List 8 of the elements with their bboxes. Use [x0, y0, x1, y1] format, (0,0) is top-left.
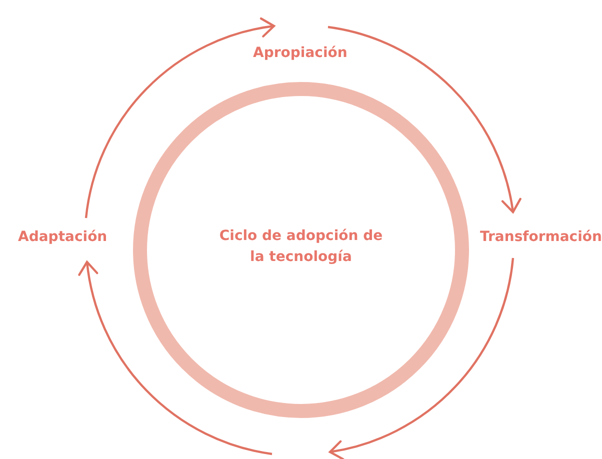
- cycle-title: Ciclo de adopción de la tecnología: [216, 226, 386, 274]
- cycle-arrow: [84, 18, 276, 218]
- stage-label: Transformación: [480, 228, 602, 246]
- stage-label: Apropiación: [253, 44, 348, 62]
- stage-label: Adaptación: [18, 228, 108, 246]
- cycle-arrow: [78, 260, 272, 456]
- cycle-arrow: [328, 26, 521, 214]
- cycle-arrow: [328, 258, 514, 459]
